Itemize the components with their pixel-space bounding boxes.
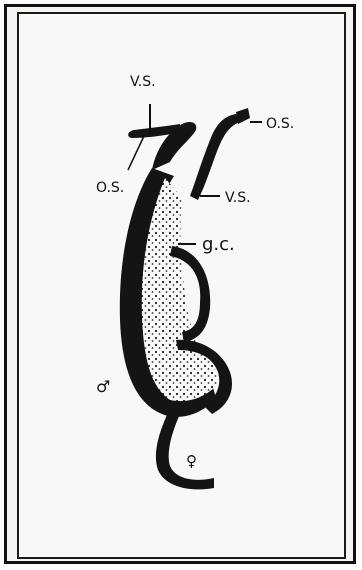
female-worm-tail bbox=[156, 408, 214, 489]
os-left-leader bbox=[128, 136, 144, 170]
label-vs-top: V.S. bbox=[130, 74, 156, 90]
label-vs-right: V.S. bbox=[225, 190, 251, 206]
female-worm-upper bbox=[190, 114, 240, 200]
female-worm-anterior bbox=[236, 108, 250, 124]
label-os-right: O.S. bbox=[266, 116, 294, 132]
label-female: ♀ bbox=[186, 452, 197, 470]
label-os-left: O.S. bbox=[96, 180, 124, 196]
label-gc: g.c. bbox=[202, 234, 235, 255]
label-male: ♂ bbox=[96, 377, 110, 396]
